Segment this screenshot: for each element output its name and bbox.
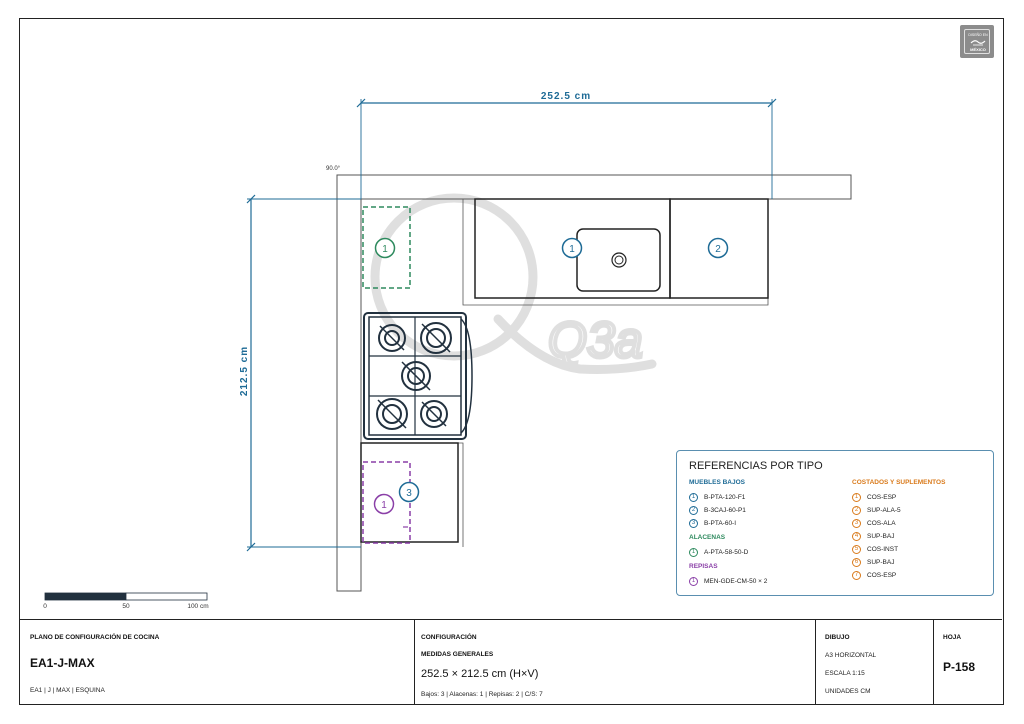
svg-text:50: 50 (122, 603, 130, 610)
marker-base-cabinet-3[interactable]: 3 (398, 481, 420, 503)
stove-top-icon (363, 312, 473, 440)
kitchen-floor-plan: Q3a 90.0° 252.5 cm 212.5 cm (43, 91, 852, 610)
sink-icon (576, 228, 661, 292)
badge-bottom-text: MÉXICO (970, 47, 986, 52)
counts-text: Bajos: 3 | Alacenas: 1 | Repisas: 2 | C/… (421, 691, 543, 698)
dibujo-format: A3 HORIZONTAL (825, 652, 877, 659)
watermark-text: Q3a (548, 312, 643, 368)
plan-name: EA1-J-MAX (30, 656, 95, 670)
angle-label: 90.0° (326, 166, 341, 172)
dibujo-label: DIBUJO (825, 634, 850, 641)
dibujo-scale: ESCALA 1:15 (825, 670, 865, 677)
svg-text:2: 2 (715, 244, 721, 255)
watermark-logo: Q3a (370, 193, 657, 374)
title-block-config: CONFIGURACIÓN MEDIDAS GENERALES 252.5 × … (414, 620, 815, 704)
width-dim-label: 252.5 cm (541, 91, 591, 102)
base-cabinet-3 (360, 442, 459, 543)
svg-text:1: 1 (381, 500, 387, 511)
title-block-dibujo: DIBUJO A3 HORIZONTAL ESCALA 1:15 UNIDADE… (815, 620, 933, 704)
dibujo-units: UNIDADES CM (825, 688, 871, 695)
title-block-hoja: HOJA P-158 (933, 620, 1002, 704)
hoja-value: P-158 (943, 660, 976, 674)
badge-top-text: DISEÑO EN (968, 33, 988, 37)
medidas-value: 252.5 × 212.5 cm (H×V) (421, 668, 539, 680)
title-block: PLANO DE CONFIGURACIÓN DE COCINA EA1-J-M… (20, 619, 1002, 704)
flag-icon (970, 40, 986, 46)
marker-base-cabinet-1[interactable]: 1 (561, 237, 583, 259)
plan-label: PLANO DE CONFIGURACIÓN DE COCINA (30, 634, 160, 641)
marker-shelf-1[interactable]: 1 (373, 493, 395, 515)
svg-text:3: 3 (406, 488, 412, 499)
base-cabinet-2 (669, 198, 769, 299)
drawing-sheet: Q3a 90.0° 252.5 cm 212.5 cm (19, 18, 1004, 705)
legend-heading-repisas: REPISAS (689, 563, 718, 570)
marker-wall-cabinet-1[interactable]: 1 (374, 237, 396, 259)
svg-text:1: 1 (569, 244, 575, 255)
title-block-plan: PLANO DE CONFIGURACIÓN DE COCINA EA1-J-M… (20, 620, 414, 704)
svg-text:1: 1 (382, 244, 388, 255)
plan-sub: EA1 | J | MAX | ESQUINA (30, 687, 105, 694)
config-label: CONFIGURACIÓN (421, 634, 477, 641)
height-dimension (246, 194, 361, 552)
svg-text:100 cm: 100 cm (187, 603, 208, 610)
hoja-label: HOJA (943, 634, 962, 641)
medidas-label: MEDIDAS GENERALES (421, 651, 494, 658)
height-dim-label: 212.5 cm (239, 346, 250, 396)
legend-heading-alacenas: ALACENAS (689, 534, 726, 541)
shelf-1 (362, 461, 411, 544)
legend-title: REFERENCIAS POR TIPO (689, 460, 823, 472)
width-dimension (356, 98, 777, 199)
legend-heading-costados: COSTADOS Y SUPLEMENTOS (852, 479, 946, 486)
legend-heading-muebles-bajos: MUEBLES BAJOS (689, 479, 745, 486)
scale-bar: 0 50 100 cm (43, 592, 209, 610)
marker-base-cabinet-2[interactable]: 2 (707, 237, 729, 259)
design-mexico-badge: DISEÑO EN MÉXICO (960, 25, 994, 58)
svg-text:0: 0 (43, 603, 47, 610)
